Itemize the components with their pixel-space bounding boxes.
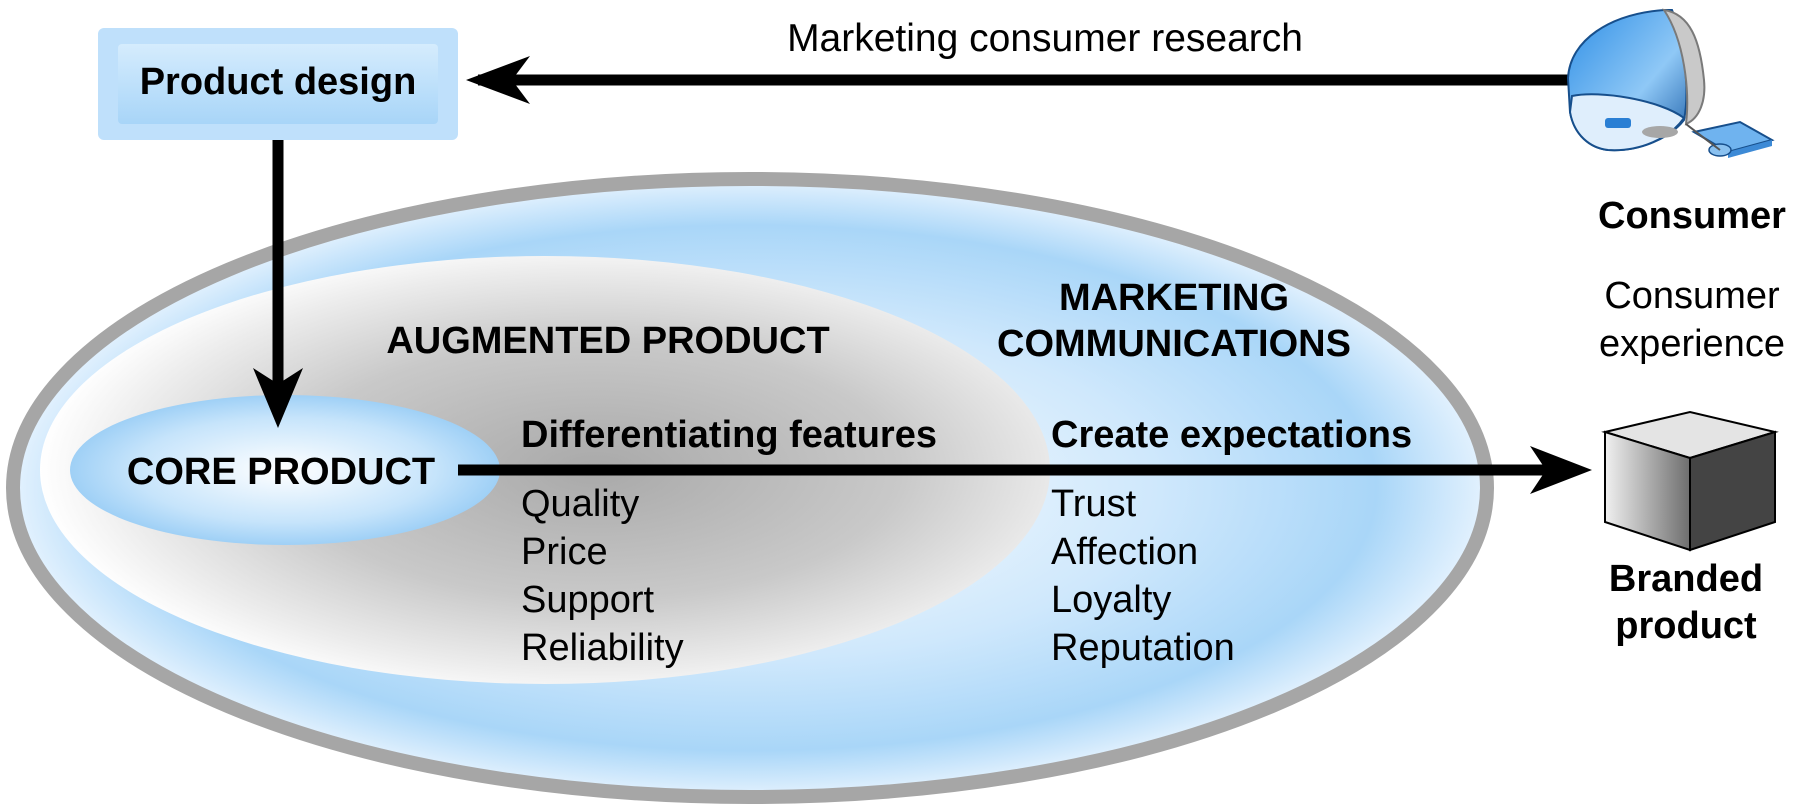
expectations-list: Trust Affection Loyalty Reputation: [1051, 483, 1235, 669]
differentiating-features-heading: Differentiating features: [521, 414, 937, 456]
branded-product-line1: Branded: [1609, 558, 1763, 600]
features-list: Quality Price Support Reliability: [521, 483, 684, 669]
augmented-product-title: AUGMENTED PRODUCT: [386, 320, 829, 362]
marketing-title-line1: MARKETING: [1059, 277, 1289, 319]
create-expectations-heading: Create expectations: [1051, 414, 1412, 456]
expectation-item: Affection: [1051, 531, 1198, 573]
expectation-item: Trust: [1051, 483, 1137, 525]
branded-product-line2: product: [1615, 605, 1757, 647]
marketing-title-line2: COMMUNICATIONS: [997, 323, 1351, 365]
product-design-box: [98, 28, 458, 140]
core-product-label: CORE PRODUCT: [127, 451, 435, 493]
research-arrowhead: [466, 56, 530, 104]
feature-item: Price: [521, 531, 608, 573]
core-product-ellipse: [70, 395, 500, 545]
computer-icon: [1566, 8, 1775, 158]
cube-icon: [1601, 410, 1779, 552]
expectation-item: Loyalty: [1051, 579, 1171, 621]
feature-item: Reliability: [521, 627, 684, 669]
consumer-label: Consumer: [1598, 195, 1786, 237]
consumer-experience-line2: experience: [1599, 323, 1785, 365]
design-to-core-arrowhead: [253, 368, 303, 428]
expectation-item: Reputation: [1051, 627, 1235, 669]
research-label: Marketing consumer research: [787, 17, 1303, 60]
core-to-branded-arrowhead: [1530, 446, 1592, 494]
feature-item: Support: [521, 579, 655, 621]
consumer-experience-line1: Consumer: [1604, 275, 1780, 317]
feature-item: Quality: [521, 483, 639, 525]
product-design-label: Product design: [140, 61, 417, 103]
